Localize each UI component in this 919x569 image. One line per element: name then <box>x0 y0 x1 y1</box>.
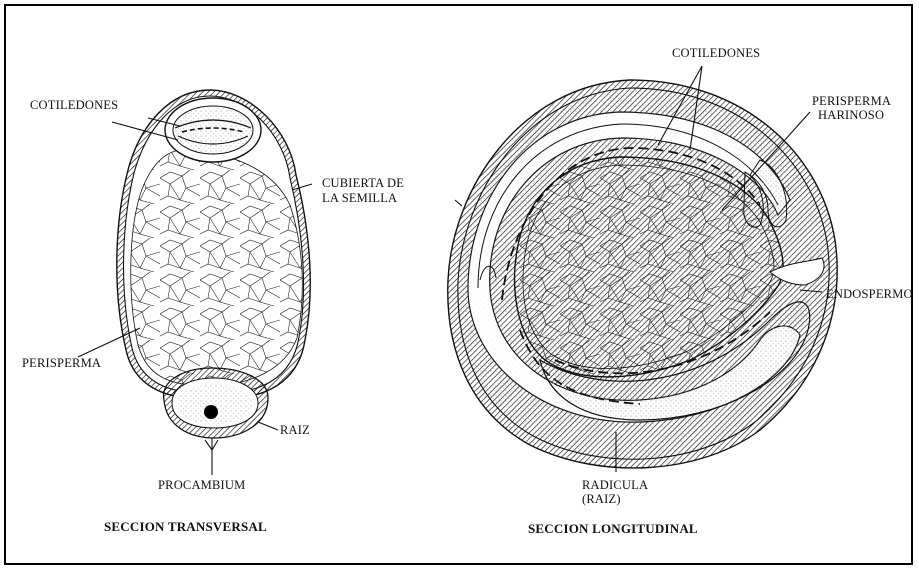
label-perisperma-line2: HARINOSO <box>818 108 884 122</box>
label-perisperma-line1: PERISPERMA <box>812 94 891 108</box>
caption-longitudinal: SECCION LONGITUDINAL <box>528 522 698 536</box>
procambium-dot <box>204 405 218 419</box>
label-radicula-line1: RADICULA <box>582 478 648 492</box>
label-cubierta-line1: CUBIERTA DE <box>322 176 404 190</box>
transversal-section <box>78 90 312 475</box>
label-cubierta-line2: LA SEMILLA <box>322 191 397 205</box>
label-procambium: PROCAMBIUM <box>158 478 245 492</box>
label-endospermo: ENDOSPERMO <box>826 287 912 301</box>
longitudinal-section <box>448 66 837 472</box>
label-perisperma-transversal: PERISPERMA <box>22 356 101 370</box>
label-cotiledones-longitudinal: COTILEDONES <box>672 46 760 60</box>
label-radicula-line2: (RAIZ) <box>582 492 621 506</box>
label-raiz-transversal: RAIZ <box>280 423 310 437</box>
caption-transversal: SECCION TRANSVERSAL <box>104 520 267 534</box>
label-cotiledones-transversal: COTILEDONES <box>30 98 118 112</box>
perisperm-tissue-transversal <box>131 150 303 386</box>
